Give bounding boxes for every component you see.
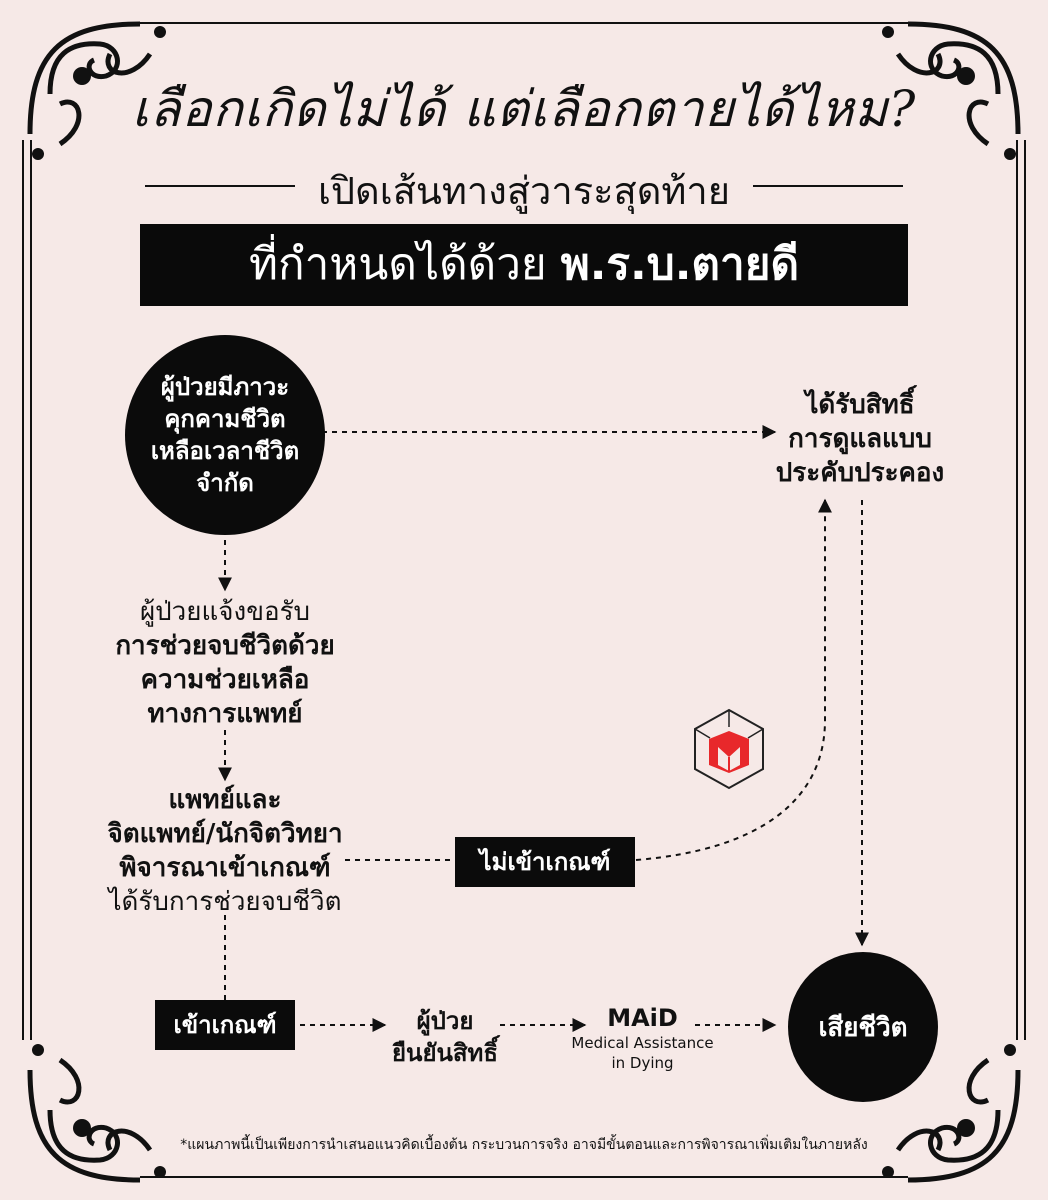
frame-right-inner [1016,140,1018,1040]
maid-subtitle-line: in Dying [611,1054,674,1072]
connector-not-eligible-to-palliative [635,498,832,861]
request-node: ผู้ป่วยแจ้งขอรับ การช่วยจบชีวิตด้วย ความ… [85,595,365,731]
frame-top [140,22,908,24]
assessment-line: ได้รับการช่วยจบชีวิต [108,887,342,917]
confirm-rights-node: ผู้ป่วย ยืนยันสิทธิ์ [375,1005,515,1069]
confirm-line: ยืนยันสิทธิ์ [391,1039,499,1067]
not-eligible-box: ไม่เข้าเกณฑ์ [455,837,635,887]
subtitle-rule-right [753,185,903,187]
corner-ornament-top-left [27,21,166,160]
frame-left-inner [30,140,32,1040]
page-title: เลือกเกิดไม่ได้ แต่เลือกตายได้ไหม? [131,80,917,138]
palliative-line: ได้รับสิทธิ์ [805,390,915,420]
assessment-line: พิจารณาเข้าเกณฑ์ [119,853,331,883]
palliative-line: ประคับประคอง [775,458,945,488]
death-node-circle: เสียชีวิต [788,952,938,1102]
frame-right-outer [1024,140,1026,1040]
eligible-box: เข้าเกณฑ์ [155,1000,295,1050]
publisher-logo-icon [694,708,764,790]
frame-bottom [140,1176,908,1178]
assessment-line: แพทย์และ [168,785,282,815]
maid-subtitle-line: Medical Assistance [571,1034,714,1052]
start-node-line: คุกคามชีวิต [164,405,286,433]
title-banner: ที่กำหนดได้ด้วย พ.ร.บ.ตายดี [140,224,908,306]
banner-act-name: พ.ร.บ.ตายดี [560,239,800,290]
assessment-node: แพทย์และ จิตแพทย์/นักจิตวิทยา พิจารณาเข้… [75,783,375,919]
maid-title: MAiD [607,1004,678,1032]
palliative-care-node: ได้รับสิทธิ์ การดูแลแบบ ประคับประคอง [740,388,980,490]
corner-ornament-top-right [882,21,1021,160]
assessment-line: จิตแพทย์/นักจิตวิทยา [107,819,343,849]
corner-ornament-bottom-right [882,1044,1021,1183]
start-node-circle: ผู้ป่วยมีภาวะ คุกคามชีวิต เหลือเวลาชีวิต… [125,335,325,535]
corner-ornament-bottom-left [27,1044,166,1183]
request-line: ทางการแพทย์ [147,699,303,729]
subtitle: เปิดเส้นทางสู่วาระสุดท้าย [317,169,731,213]
start-node-line: ผู้ป่วยมีภาวะ [160,373,290,401]
start-node-line: จำกัด [196,469,254,497]
request-line: ผู้ป่วยแจ้งขอรับ [139,597,311,627]
start-node-line: เหลือเวลาชีวิต [150,437,300,465]
subtitle-rule-left [145,185,295,187]
death-label: เสียชีวิต [818,1012,908,1043]
frame-left-outer [22,140,24,1040]
confirm-line: ผู้ป่วย [416,1007,474,1035]
banner-text: ที่กำหนดได้ด้วย [248,239,561,290]
request-line: ความช่วยเหลือ [140,665,310,695]
footnote: *แผนภาพนี้เป็นเพียงการนำเสนอแนวคิดเบื้อง… [180,1137,868,1153]
maid-node: MAiD Medical Assistance in Dying [560,1003,725,1073]
palliative-line: การดูแลแบบ [788,424,932,454]
request-line: การช่วยจบชีวิตด้วย [115,631,335,661]
